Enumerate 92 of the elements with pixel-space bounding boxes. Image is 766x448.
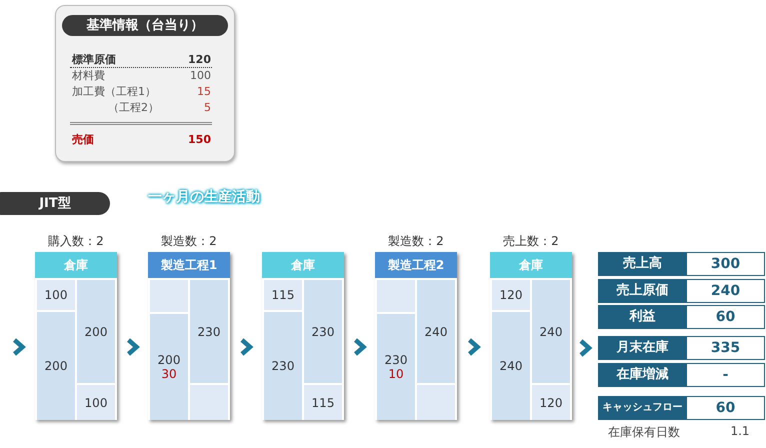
stage-column xyxy=(375,252,457,420)
result-value: - xyxy=(687,364,764,386)
stage-column xyxy=(490,252,572,420)
value-cell xyxy=(492,280,530,310)
row-value: 15 xyxy=(196,84,211,100)
result-row xyxy=(598,305,765,329)
empty-cell xyxy=(150,280,188,312)
result-row xyxy=(598,396,765,420)
stage-column xyxy=(262,252,344,420)
column-header: 倉庫 xyxy=(35,252,117,278)
result-row xyxy=(598,252,765,276)
type-badge: JIT型 xyxy=(0,192,110,215)
row-label: （工程2） xyxy=(108,100,159,116)
count-label: 売上数：2 xyxy=(502,233,560,249)
count-label: 製造数：2 xyxy=(160,233,218,249)
result-label: 在庫増減 xyxy=(615,366,670,384)
row-label: 加工費（工程1） xyxy=(72,84,156,100)
value-cell xyxy=(37,280,75,310)
cell-value: 120 xyxy=(540,396,562,410)
value-cell xyxy=(77,280,115,383)
cell-value: 115 xyxy=(312,396,334,410)
result-value: 60 xyxy=(687,306,764,328)
result-row xyxy=(598,336,765,360)
cell-value: 230 xyxy=(272,359,294,373)
cell-value: 200 xyxy=(84,324,108,338)
empty-cell xyxy=(377,280,415,312)
result-value: 300 xyxy=(687,253,764,275)
card-heading: 基準情報（台当り） xyxy=(62,15,228,36)
result-row xyxy=(598,363,765,387)
cell-value: 200 xyxy=(44,359,68,373)
column-header: 倉庫 xyxy=(262,252,344,278)
value-cell xyxy=(377,314,415,420)
result-label: 売上原価 xyxy=(616,282,670,300)
result-label: キャッシュフロー xyxy=(602,401,684,415)
cell-value: 240 xyxy=(540,324,562,338)
value-cell xyxy=(190,280,228,383)
empty-cell xyxy=(190,385,228,420)
cell-value: 240 xyxy=(424,324,448,338)
cell-value: 230 xyxy=(384,353,408,367)
result-label: 月末在庫 xyxy=(616,338,670,357)
value-cell xyxy=(532,385,570,420)
cell-value: 230 xyxy=(312,324,334,338)
row-label: 標準原価 xyxy=(72,52,116,68)
chevron-arrow xyxy=(240,338,254,356)
footer-value: 1.1 xyxy=(729,424,751,440)
cell-addition: 10 xyxy=(388,367,404,381)
empty-cell xyxy=(417,385,455,420)
chevron-arrow xyxy=(354,338,367,356)
row-value: 120 xyxy=(187,52,211,68)
value-cell xyxy=(150,314,188,420)
value-cell xyxy=(492,312,530,420)
info-card xyxy=(55,5,235,162)
title: 一ヶ月の生産活動 xyxy=(148,188,263,207)
chevron-arrow xyxy=(468,338,481,356)
value-cell xyxy=(304,385,342,420)
value-cell xyxy=(264,312,302,420)
cell-value: 115 xyxy=(272,288,294,302)
count-label: 製造数：2 xyxy=(387,233,445,249)
value-cell xyxy=(37,312,75,420)
value-cell xyxy=(532,280,570,383)
row-label: 材料費 xyxy=(72,68,105,84)
result-label: 利益 xyxy=(628,308,656,326)
value-cell xyxy=(77,385,115,420)
row-value: 100 xyxy=(189,68,211,84)
column-header: 製造工程2 xyxy=(375,252,457,278)
value-cell xyxy=(264,280,302,310)
chevron-arrow xyxy=(127,338,140,356)
result-row xyxy=(598,279,765,303)
chevron-arrow xyxy=(580,339,592,357)
result-value: 335 xyxy=(687,337,764,359)
stage-column xyxy=(148,252,230,420)
column-header: 製造工程1 xyxy=(148,252,230,278)
chevron-arrow xyxy=(13,338,26,356)
cell-value: 120 xyxy=(500,288,522,302)
footer-label: 在庫保有日数 xyxy=(608,424,681,440)
row-label: 売価 xyxy=(72,132,94,148)
result-value: 240 xyxy=(687,280,764,302)
row-value: 5 xyxy=(203,100,211,116)
cell-value: 100 xyxy=(84,396,108,410)
value-cell xyxy=(304,280,342,383)
cell-value: 200 xyxy=(158,353,180,367)
result-label: 売上高 xyxy=(622,254,663,273)
row-value: 150 xyxy=(187,132,211,148)
count-label: 購入数：2 xyxy=(47,233,105,249)
column-header: 倉庫 xyxy=(490,252,572,278)
cell-addition: 30 xyxy=(161,367,177,381)
stage-column xyxy=(35,252,117,420)
cell-value: 100 xyxy=(44,288,68,302)
cell-value: 230 xyxy=(198,324,220,338)
result-value: 60 xyxy=(687,397,764,419)
cell-value: 240 xyxy=(500,359,522,373)
value-cell xyxy=(417,280,455,383)
